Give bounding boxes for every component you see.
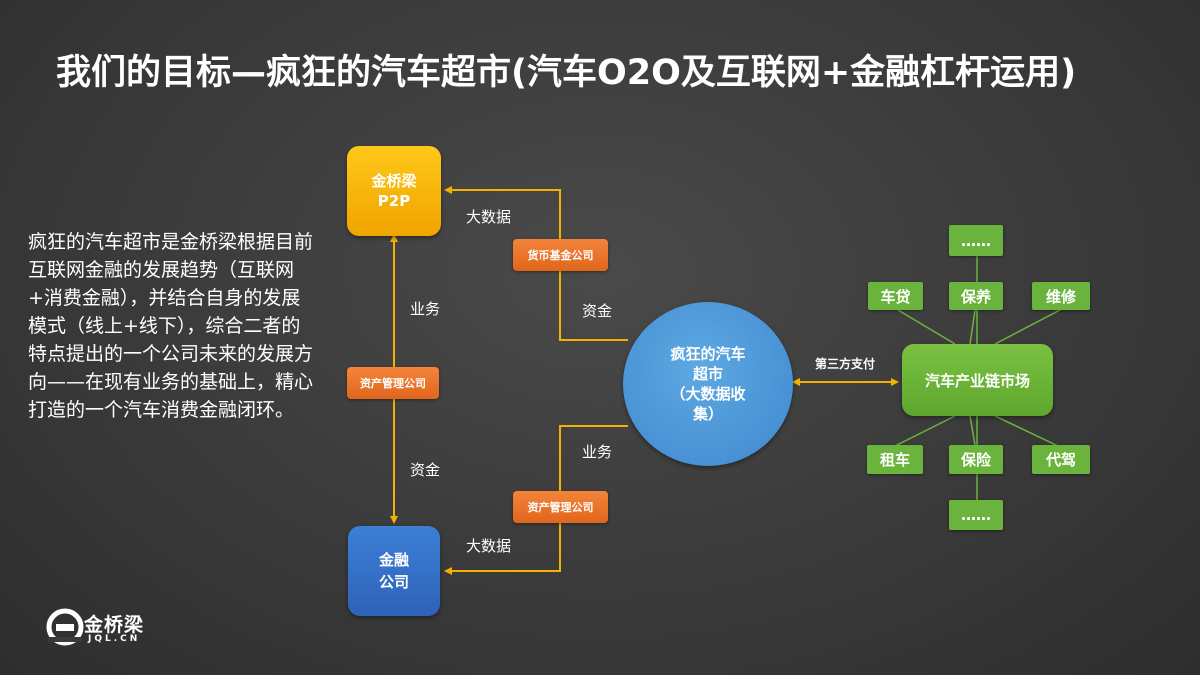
p2p-line1: 金桥梁: [371, 172, 417, 190]
brand-logo-domain: JQL.CN: [88, 634, 141, 644]
service-insurance: 保险: [949, 445, 1003, 474]
finance-line1: 金融: [378, 551, 409, 569]
p2p-node: 金桥梁 P2P: [347, 146, 441, 236]
label-funds-left: 资金: [410, 461, 441, 479]
line-market-bottom-left: [892, 415, 956, 448]
finance-node: 金融 公司: [348, 526, 440, 616]
line-market-bottom-right: [994, 415, 1061, 448]
hub-line2: 超市: [692, 365, 723, 383]
slide-title: 我们的目标—疯狂的汽车超市(汽车O2O及互联网+金融杠杆运用): [56, 53, 1077, 93]
label-business-bottom: 业务: [582, 443, 613, 461]
p2p-line2: P2P: [377, 192, 411, 210]
service-maintenance: 保养: [949, 282, 1003, 310]
service-car-rental: 租车: [867, 445, 923, 474]
label-funds-top: 资金: [582, 302, 613, 320]
money-fund-node: 货币基金公司: [513, 239, 608, 271]
brand-logo-icon: [46, 608, 84, 646]
line-market-top-right: [994, 309, 1061, 345]
label-big-data-bottom: 大数据: [466, 537, 512, 555]
service-designated-driver: 代驾: [1032, 445, 1090, 474]
line-market-bottom-mid: [969, 415, 976, 446]
label-business-left: 业务: [410, 300, 441, 318]
brand-logo-name: 金桥梁: [84, 614, 145, 636]
asset-mgmt-left-node: 资产管理公司: [347, 367, 439, 399]
slide-description: 疯狂的汽车超市是金桥梁根据目前互联网金融的发展趋势（互联网+消费金融），并结合自…: [28, 231, 314, 421]
more-bottom-node: ……: [949, 500, 1003, 530]
hub-line4: 集）: [692, 405, 723, 423]
line-market-top-mid: [969, 309, 976, 345]
service-car-loan: 车贷: [868, 282, 923, 310]
asset-mgmt-right-node: 资产管理公司: [513, 491, 608, 523]
finance-line2: 公司: [378, 573, 409, 591]
line-market-top-left: [897, 309, 956, 345]
hub-node: 疯狂的汽车 超市 （大数据收 集）: [623, 302, 793, 466]
hub-line1: 疯狂的汽车: [670, 345, 746, 363]
label-third-party-pay: 第三方支付: [815, 357, 876, 371]
label-big-data-top: 大数据: [466, 208, 512, 226]
more-top-node: ……: [949, 225, 1003, 256]
hub-line3: （大数据收: [670, 385, 746, 403]
service-repair: 维修: [1032, 282, 1090, 310]
market-node: 汽车产业链市场: [902, 344, 1053, 416]
